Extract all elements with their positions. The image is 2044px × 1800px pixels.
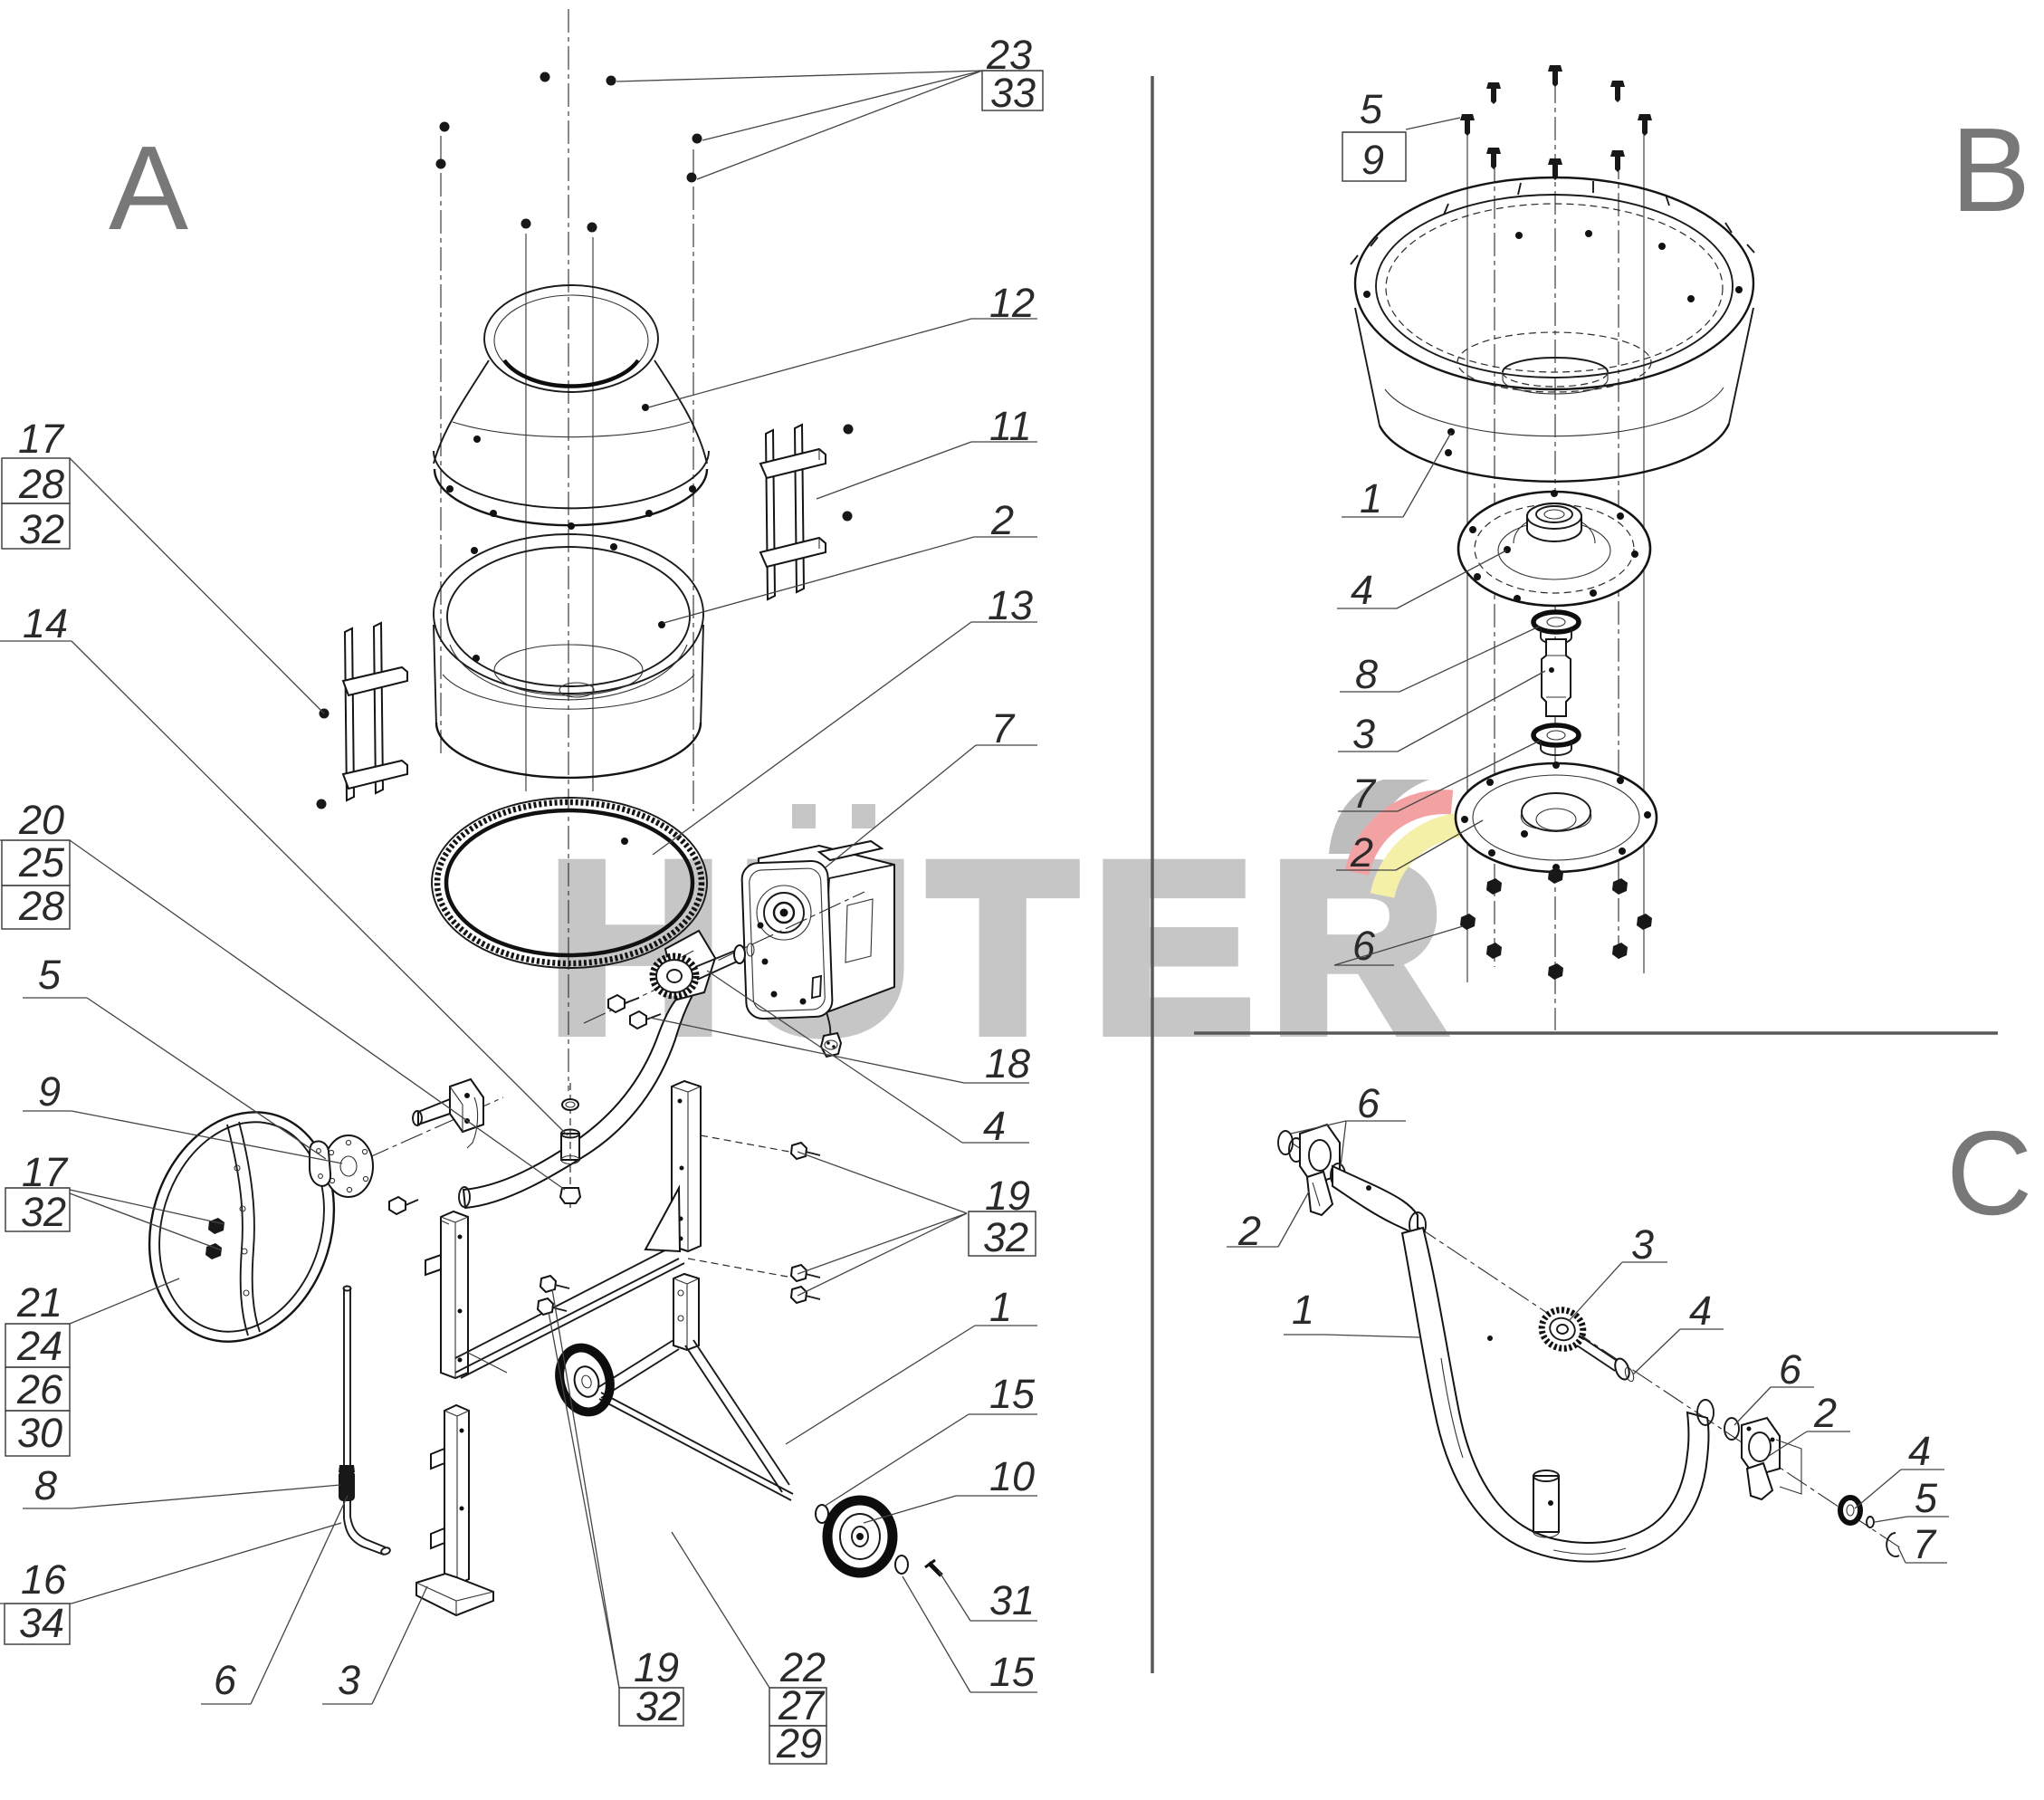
svg-text:6: 6 <box>1357 1080 1380 1126</box>
svg-text:A: A <box>109 121 188 254</box>
svg-text:19: 19 <box>634 1644 679 1690</box>
svg-text:15: 15 <box>989 1649 1036 1695</box>
svg-text:15: 15 <box>989 1371 1036 1417</box>
svg-text:4: 4 <box>1351 567 1373 613</box>
svg-text:5: 5 <box>38 952 62 998</box>
svg-text:B: B <box>1951 103 2030 236</box>
svg-text:14: 14 <box>23 600 68 646</box>
svg-text:8: 8 <box>34 1462 57 1508</box>
svg-text:24: 24 <box>16 1323 62 1369</box>
svg-text:3: 3 <box>1352 711 1375 757</box>
svg-text:3: 3 <box>1631 1221 1654 1268</box>
svg-text:1: 1 <box>989 1284 1012 1330</box>
svg-text:21: 21 <box>16 1279 62 1326</box>
svg-text:29: 29 <box>776 1720 822 1766</box>
svg-text:34: 34 <box>19 1600 64 1646</box>
svg-text:1: 1 <box>1292 1287 1314 1333</box>
svg-text:32: 32 <box>21 1189 66 1235</box>
svg-text:10: 10 <box>989 1453 1035 1499</box>
svg-text:C: C <box>1946 1106 2032 1240</box>
svg-text:5: 5 <box>1915 1475 1938 1521</box>
svg-text:6: 6 <box>214 1657 237 1703</box>
svg-text:27: 27 <box>778 1682 826 1728</box>
svg-text:4: 4 <box>1908 1428 1931 1474</box>
svg-text:4: 4 <box>1689 1288 1712 1334</box>
svg-text:6: 6 <box>1352 923 1376 969</box>
svg-text:28: 28 <box>18 883 64 929</box>
svg-text:7: 7 <box>991 705 1016 752</box>
svg-text:4: 4 <box>983 1103 1006 1149</box>
svg-text:25: 25 <box>18 839 65 886</box>
svg-text:13: 13 <box>988 582 1033 628</box>
svg-text:6: 6 <box>1779 1346 1802 1393</box>
svg-text:1: 1 <box>1360 475 1382 522</box>
svg-text:32: 32 <box>635 1683 681 1729</box>
svg-text:9: 9 <box>1361 137 1384 183</box>
svg-text:9: 9 <box>38 1068 61 1115</box>
svg-text:16: 16 <box>21 1556 67 1603</box>
svg-text:8: 8 <box>1355 651 1378 697</box>
svg-text:3: 3 <box>338 1657 360 1703</box>
svg-text:5: 5 <box>1360 86 1383 132</box>
svg-text:17: 17 <box>18 416 65 462</box>
svg-text:2: 2 <box>1813 1390 1837 1436</box>
svg-text:31: 31 <box>989 1577 1035 1623</box>
svg-text:7: 7 <box>1352 771 1377 817</box>
svg-text:2: 2 <box>990 497 1014 543</box>
svg-text:7: 7 <box>1913 1521 1937 1567</box>
svg-text:32: 32 <box>983 1214 1028 1260</box>
svg-text:20: 20 <box>18 797 64 843</box>
svg-text:32: 32 <box>19 506 64 552</box>
svg-text:22: 22 <box>779 1644 826 1690</box>
svg-text:2: 2 <box>1350 829 1373 876</box>
svg-text:18: 18 <box>985 1040 1030 1087</box>
svg-text:28: 28 <box>18 461 64 507</box>
svg-text:26: 26 <box>16 1366 63 1412</box>
svg-text:30: 30 <box>17 1410 62 1456</box>
svg-text:33: 33 <box>990 70 1036 116</box>
